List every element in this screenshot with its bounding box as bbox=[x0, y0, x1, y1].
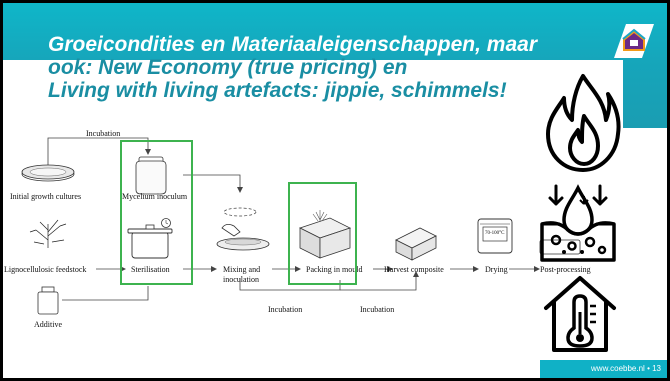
oven-icon bbox=[477, 218, 513, 254]
header-white-area bbox=[3, 60, 623, 130]
title-line-2: ook: New Economy (true pricing) en bbox=[48, 56, 408, 79]
footer-bar: www.coebbe.nl • 13 bbox=[540, 360, 667, 378]
label-post-processing: Post-processing bbox=[540, 265, 591, 274]
mixing-icon bbox=[216, 207, 270, 251]
highlight-box-packing bbox=[288, 182, 357, 285]
highlight-box-inoculum-sterilisation bbox=[120, 140, 193, 285]
label-drying: Drying bbox=[485, 265, 508, 274]
label-mixing-line1: Mixing and bbox=[223, 265, 261, 274]
title-line-3: Living with living artefacts: jippie, sc… bbox=[48, 79, 507, 102]
coebbe-logo bbox=[614, 24, 654, 58]
slide-title: Groeicondities en Materiaaleigenschappen… bbox=[48, 33, 568, 102]
petri-dish-icon bbox=[21, 164, 75, 182]
label-packing-in-mould: Packing in mould bbox=[306, 265, 363, 274]
fire-icon bbox=[546, 74, 621, 172]
home-thermometer-icon bbox=[544, 276, 616, 352]
jar-icon bbox=[135, 156, 167, 195]
label-incubation-top: Incubation bbox=[86, 129, 121, 138]
label-harvest-composite: Harvest composite bbox=[384, 265, 444, 274]
bottle-icon bbox=[37, 286, 59, 315]
label-lignocellulosic-feedstock: Lignocellulosic feedstock bbox=[4, 265, 87, 274]
label-incubation-bottom-right: Incubation bbox=[360, 305, 395, 314]
footer-separator: • bbox=[647, 364, 653, 373]
label-oven-temperature: 70-100°C bbox=[485, 231, 505, 236]
label-incubation-bottom-left: Incubation bbox=[268, 305, 303, 314]
label-initial-growth-cultures: Initial growth cultures bbox=[10, 192, 82, 201]
label-mycelium-inoculum: Mycelium inoculum bbox=[122, 192, 188, 201]
label-mixing-line2: inoculation bbox=[223, 275, 259, 284]
composite-block-icon bbox=[395, 227, 437, 261]
title-line-1: Groeicondities en Materiaaleigenschappen… bbox=[48, 33, 537, 56]
plant-icon bbox=[29, 219, 67, 248]
footer-url: www.coebbe.nl bbox=[591, 364, 645, 373]
page-number: 13 bbox=[652, 364, 661, 373]
pot-icon bbox=[127, 218, 173, 259]
water-drop-microbes-icon bbox=[540, 184, 616, 262]
mould-icon bbox=[298, 210, 352, 259]
label-additive: Additive bbox=[34, 320, 62, 329]
label-sterilisation: Sterilisation bbox=[131, 265, 170, 274]
